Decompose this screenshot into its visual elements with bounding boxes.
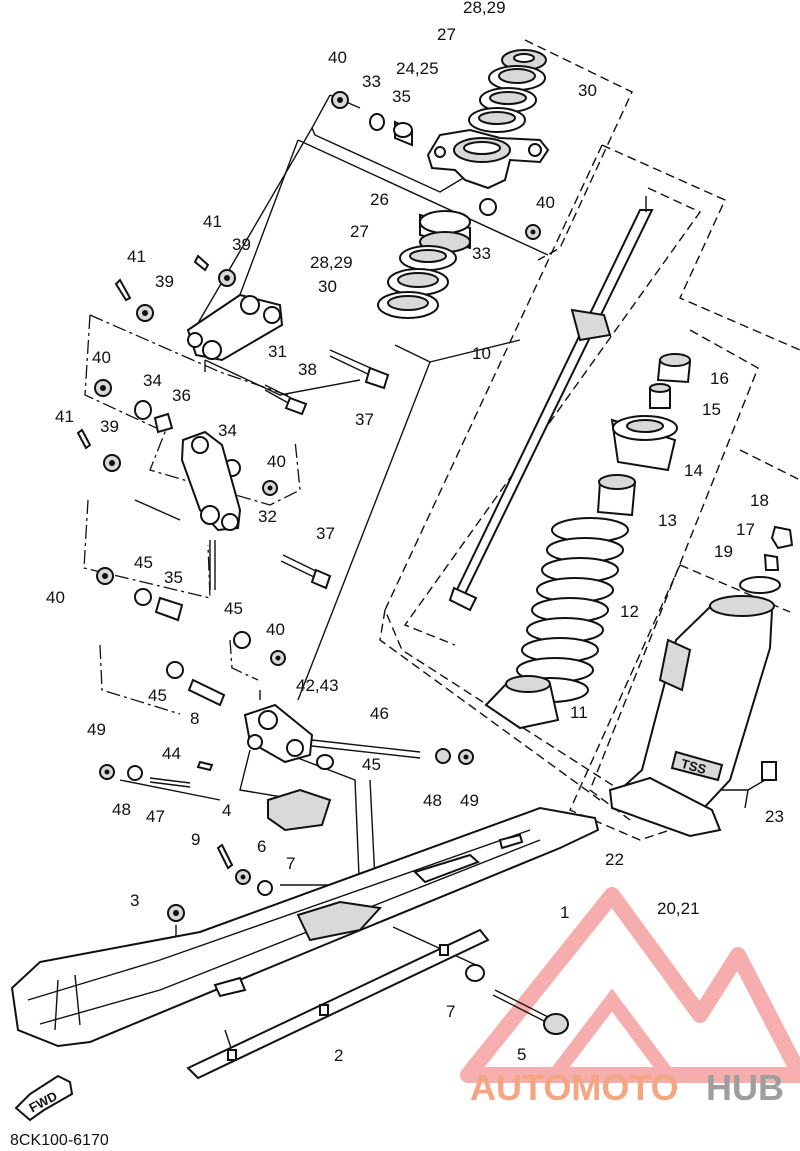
shock-body (608, 595, 777, 838)
callout-40-f: 40 (266, 620, 285, 639)
callout-45-c: 45 (148, 686, 167, 705)
callout-2: 2 (334, 1046, 343, 1065)
upper-washers-left (331, 91, 541, 240)
spring (511, 517, 629, 703)
callout-30-top: 30 (578, 81, 597, 100)
bolt-37-lower (280, 554, 332, 590)
bolt-38 (264, 384, 308, 416)
callout-4: 4 (222, 801, 231, 820)
callout-45-b: 45 (224, 599, 243, 618)
callout-48-b: 48 (423, 791, 442, 810)
callout-45-d: 45 (362, 755, 381, 774)
callout-49-a: 49 (87, 720, 106, 739)
callout-17: 17 (736, 520, 755, 539)
middle-bushing-stack (377, 210, 471, 319)
callout-28-29-mid: 28,29 (310, 253, 353, 272)
lower-left-parts (96, 567, 286, 707)
callout-26: 26 (370, 190, 389, 209)
callout-5: 5 (517, 1045, 526, 1064)
callout-32: 32 (258, 507, 277, 526)
top-nut-parts (739, 525, 794, 594)
callout-22: 22 (605, 850, 624, 869)
ski-bolt (465, 964, 569, 1035)
callout-41-a: 41 (203, 212, 222, 231)
callout-11: 11 (570, 703, 588, 722)
callout-24-25: 24,25 (396, 59, 439, 78)
fwd-arrow (14, 1074, 74, 1122)
callout-49-b: 49 (460, 791, 479, 810)
callout-20-21: 20,21 (657, 899, 700, 918)
callout-14: 14 (684, 461, 703, 480)
watermark-logo (460, 887, 800, 1083)
callout-39-a: 39 (232, 235, 251, 254)
callout-36: 36 (172, 386, 191, 405)
callout-13: 13 (658, 511, 677, 530)
callout-34-a: 34 (143, 371, 162, 390)
callout-39-b: 39 (155, 272, 174, 291)
upper-shock-parts (596, 353, 692, 517)
callout-6: 6 (257, 837, 266, 856)
callout-45-a: 45 (134, 553, 153, 572)
callout-15: 15 (702, 400, 721, 419)
callout-23: 23 (765, 807, 784, 826)
callout-7-a: 7 (286, 854, 295, 873)
arm-32 (180, 430, 242, 532)
watermark-text-hub: HUB (706, 1067, 784, 1108)
callout-labels: 28,29 27 24,25 30 40 33 35 26 27 40 33 2… (46, 0, 784, 1065)
callout-41-c: 41 (55, 407, 74, 426)
callout-27-mid: 27 (350, 222, 369, 241)
callout-31: 31 (268, 342, 287, 361)
callout-33-b: 33 (472, 244, 491, 263)
upper-bracket-stack (426, 49, 550, 190)
callout-40-a: 40 (328, 48, 347, 67)
callout-47: 47 (146, 807, 165, 826)
callout-44: 44 (162, 744, 181, 763)
link-arm (114, 254, 284, 362)
callout-10: 10 (472, 344, 491, 363)
callout-12: 12 (620, 602, 639, 621)
callout-9: 9 (191, 830, 200, 849)
callout-40-b: 40 (536, 193, 555, 212)
callout-33-a: 33 (362, 72, 381, 91)
callout-37-b: 37 (316, 524, 335, 543)
callout-18: 18 (750, 491, 769, 510)
callout-27-top: 27 (437, 25, 456, 44)
callout-41-b: 41 (127, 247, 146, 266)
callout-16: 16 (710, 369, 729, 388)
wear-bar (186, 928, 490, 1080)
callout-42-43: 42,43 (296, 676, 339, 695)
callout-40-e: 40 (46, 588, 65, 607)
callout-35-b: 35 (164, 568, 183, 587)
pivot-block (99, 703, 474, 788)
callout-35-a: 35 (392, 87, 411, 106)
callout-19: 19 (714, 542, 733, 561)
callout-40-c: 40 (92, 348, 111, 367)
watermark-text-main: AUTOMOTO (470, 1067, 679, 1108)
reference-code: 8CK100-6170 (10, 1132, 109, 1149)
callout-1: 1 (560, 903, 569, 922)
callout-39-c: 39 (100, 417, 119, 436)
callout-30-mid: 30 (318, 277, 337, 296)
callout-28-29-top: 28,29 (463, 0, 506, 17)
callout-38: 38 (298, 360, 317, 379)
callout-40-d: 40 (267, 452, 286, 471)
callout-3: 3 (130, 891, 139, 910)
spring-seat (484, 675, 560, 730)
callout-34-b: 34 (218, 421, 237, 440)
tss-label: TSS (679, 756, 708, 777)
callout-7-b: 7 (446, 1002, 455, 1021)
shock-rod (448, 196, 654, 612)
bolt-37-upper (329, 349, 390, 390)
ski (10, 806, 600, 1048)
ski-hardware (167, 788, 332, 922)
callout-46: 46 (370, 704, 389, 723)
callout-8: 8 (190, 709, 199, 728)
callout-48-a: 48 (112, 800, 131, 819)
callout-37-a: 37 (355, 410, 374, 429)
leader-lines (119, 94, 769, 1061)
